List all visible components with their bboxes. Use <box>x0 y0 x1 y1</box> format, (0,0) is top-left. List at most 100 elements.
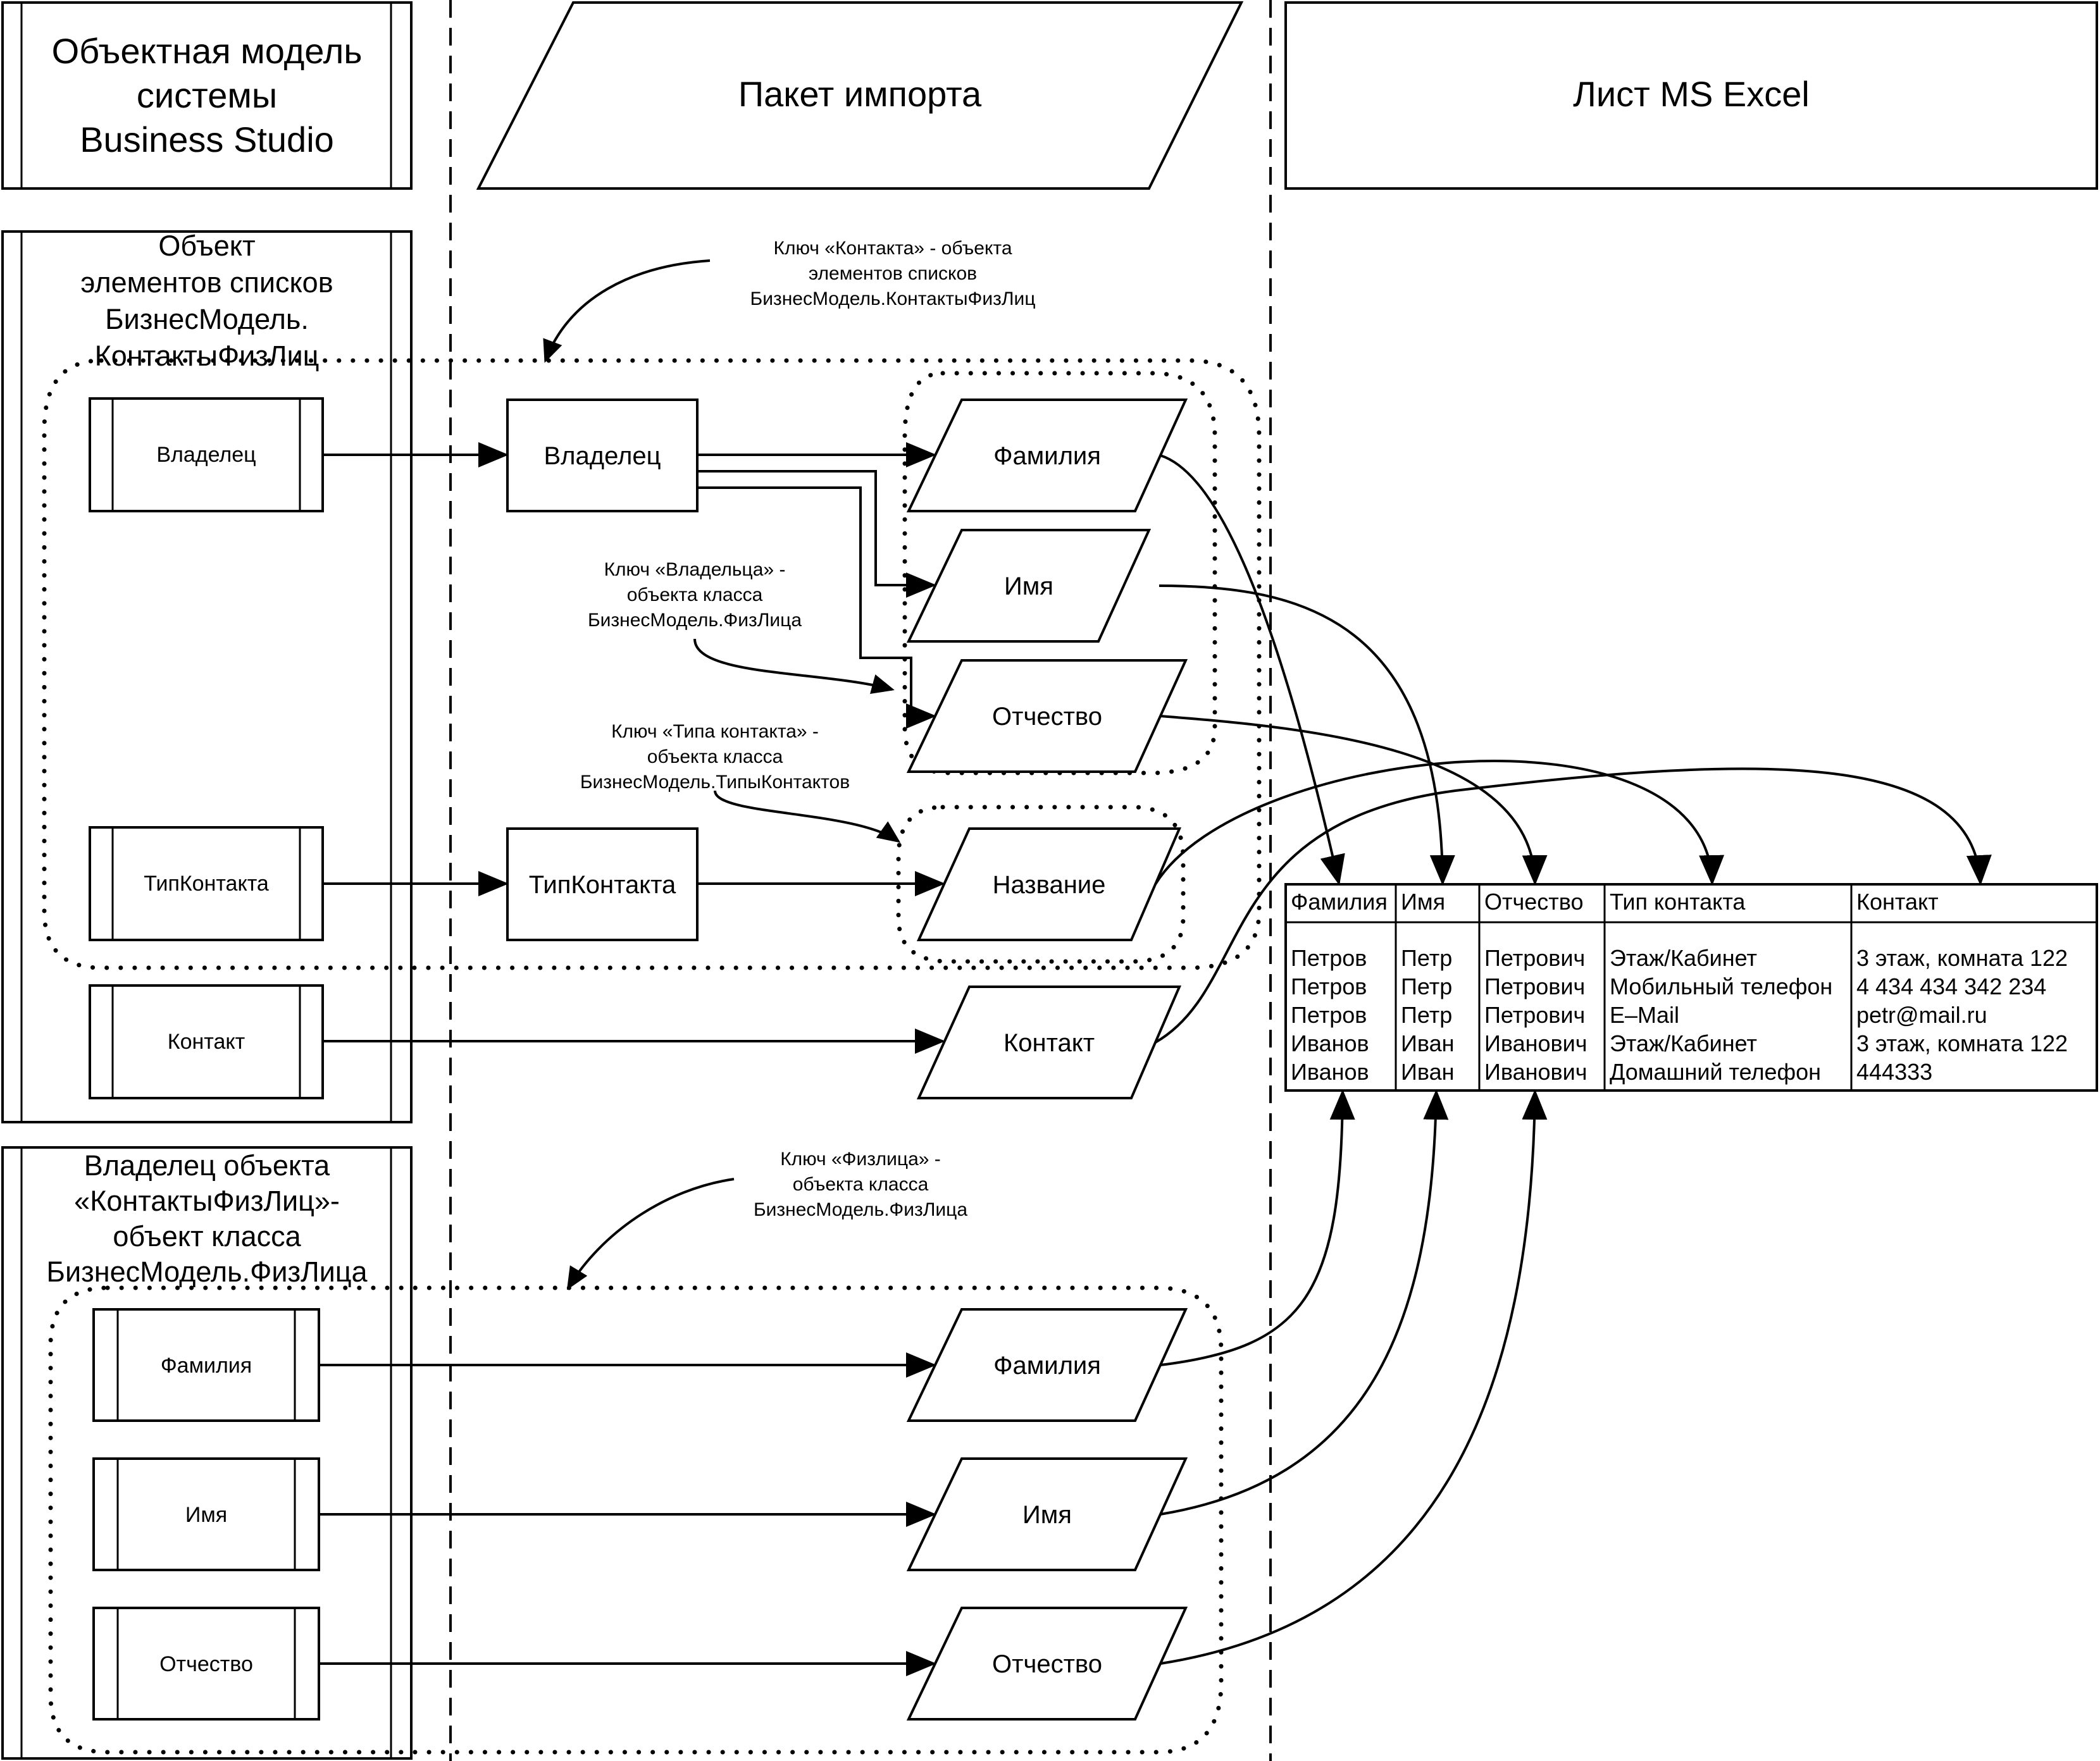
field-contact: Контакт <box>916 986 1182 1099</box>
dotted-owner-key-region <box>902 371 1217 775</box>
mapping-name-to-excel <box>1154 760 1724 886</box>
excel-cell: 3 этаж, комната 122 <box>1856 945 2068 971</box>
note-contact-key-line-1: Ключ «Контакта» - объекта <box>773 238 1012 259</box>
attr-middle-name: Отчество <box>92 1607 320 1721</box>
excel-cell: Этаж/Кабинет <box>1610 945 1757 971</box>
field-middle-name-1-label: Отчество <box>992 703 1102 731</box>
header-object-model: Объектная модель системы Business Studio <box>1 1 413 190</box>
group-owner-line-4: БизнесМодель.ФизЛица <box>46 1256 368 1288</box>
excel-cell: Иванов <box>1291 1030 1369 1056</box>
excel-cell: petr@mail.ru <box>1856 1002 1987 1028</box>
excel-header-contact-type: Тип контакта <box>1610 889 1746 915</box>
group-contacts-line-4: КонтактыФизЛиц <box>95 340 320 372</box>
attr-last-name: Фамилия <box>92 1308 320 1422</box>
note-person-key-line-2: объекта класса <box>793 1174 929 1195</box>
header-import-package: Пакет импорта <box>476 1 1244 190</box>
attr-contact-type: ТипКонтакта <box>89 826 324 941</box>
field-middle-name-2-label: Отчество <box>992 1650 1102 1678</box>
excel-table: Фамилия Имя Отчество Тип контакта Контак… <box>1284 883 2098 1092</box>
mapping-contact-to-excel <box>1155 767 1992 1044</box>
note-contact-key-line-3: БизнесМодель.КонтактыФизЛиц <box>750 288 1036 309</box>
note-type-key: Ключ «Типа контакта» - объекта класса Би… <box>580 721 850 793</box>
header-excel-sheet-label: Лист MS Excel <box>1573 74 1810 114</box>
field-first-name-1: Имя <box>906 529 1152 643</box>
mapping-last-name-2-to-excel <box>1160 1089 1355 1366</box>
package-item-contact-type-label: ТипКонтакта <box>529 871 676 899</box>
attr-contact-type-label: ТипКонтакта <box>144 872 269 896</box>
field-last-name-2-label: Фамилия <box>993 1352 1101 1380</box>
excel-cell: Петр <box>1401 945 1452 971</box>
field-name-label: Название <box>993 871 1106 899</box>
group-contacts-object: Объект элементов списков БизнесМодель. К… <box>1 230 413 1123</box>
attr-middle-name-label: Отчество <box>159 1652 253 1676</box>
group-contacts-line-3: БизнесМодель. <box>105 303 309 335</box>
excel-cell: Петрович <box>1484 973 1585 999</box>
note-person-key: Ключ «Физлица» - объекта класса БизнесМо… <box>754 1149 967 1220</box>
excel-cell: Петр <box>1401 973 1452 999</box>
field-first-name-1-label: Имя <box>1004 572 1053 600</box>
note-contact-key-arrow <box>543 259 711 363</box>
field-name: Название <box>916 827 1182 941</box>
connector-package-owner-to-middle-name <box>697 486 936 729</box>
field-first-name-2-label: Имя <box>1022 1501 1072 1529</box>
mapping-first-name-1-to-excel <box>1159 584 1455 886</box>
excel-cell: Иванов <box>1291 1059 1369 1085</box>
excel-cell: Мобильный телефон <box>1610 973 1832 999</box>
attr-first-name-label: Имя <box>185 1503 227 1527</box>
excel-cell: 3 этаж, комната 122 <box>1856 1030 2068 1056</box>
excel-cell: E–Mail <box>1610 1002 1679 1028</box>
note-owner-key: Ключ «Владельца» - объекта класса Бизнес… <box>588 559 802 631</box>
note-type-key-arrow <box>714 790 901 843</box>
excel-cell: Петров <box>1291 973 1367 999</box>
field-middle-name-1: Отчество <box>906 659 1188 773</box>
connector-package-owner-to-first-name <box>697 470 936 598</box>
excel-cell: Иванович <box>1484 1030 1587 1056</box>
attr-owner-label: Владелец <box>156 443 256 467</box>
header-import-package-label: Пакет импорта <box>738 74 982 114</box>
group-owner-line-2: «КонтактыФизЛиц»- <box>74 1185 340 1217</box>
group-owner-line-3: объект класса <box>113 1220 301 1252</box>
field-contact-label: Контакт <box>1003 1029 1095 1057</box>
dotted-person-key-region <box>48 1285 1224 1755</box>
excel-cell: Иван <box>1401 1059 1455 1085</box>
mapping-middle-name-1-to-excel <box>1160 715 1548 886</box>
header-object-model-line-3: Business Studio <box>80 120 334 159</box>
excel-cell: Иван <box>1401 1030 1455 1056</box>
mapping-first-name-2-to-excel <box>1160 1089 1449 1516</box>
note-owner-key-line-1: Ключ «Владельца» - <box>604 559 786 580</box>
excel-cell: Этаж/Кабинет <box>1610 1030 1757 1056</box>
excel-cell: Петрович <box>1484 945 1585 971</box>
group-contacts-line-1: Объект <box>158 230 255 262</box>
excel-header-first-name: Имя <box>1401 889 1445 915</box>
mapping-last-name-1-to-excel <box>1160 454 1345 886</box>
note-contact-key-line-2: элементов списков <box>809 263 977 284</box>
attr-contact-label: Контакт <box>168 1030 245 1054</box>
attr-contact: Контакт <box>89 984 324 1099</box>
excel-cell: Петров <box>1291 945 1367 971</box>
package-item-contact-type: ТипКонтакта <box>506 827 699 941</box>
group-contacts-line-2: элементов списков <box>80 266 333 299</box>
field-last-name-2: Фамилия <box>906 1308 1188 1422</box>
note-type-key-line-3: БизнесМодель.ТипыКонтактов <box>580 772 850 793</box>
field-last-name-1: Фамилия <box>906 399 1188 512</box>
note-person-key-line-3: БизнесМодель.ФизЛица <box>754 1199 967 1220</box>
note-type-key-line-2: объекта класса <box>647 746 783 767</box>
excel-cell: 4 434 434 342 234 <box>1856 973 2046 999</box>
excel-cell: Домашний телефон <box>1610 1059 1821 1085</box>
package-item-owner: Владелец <box>506 399 699 512</box>
note-type-key-line-1: Ключ «Типа контакта» - <box>611 721 819 742</box>
header-object-model-line-2: системы <box>137 75 277 115</box>
package-item-owner-label: Владелец <box>544 442 661 470</box>
excel-cell: Петров <box>1291 1002 1367 1028</box>
excel-header-contact: Контакт <box>1856 889 1939 915</box>
header-object-model-line-1: Объектная модель <box>52 31 363 71</box>
attr-last-name-label: Фамилия <box>161 1354 252 1378</box>
note-owner-key-line-2: объекта класса <box>627 584 763 605</box>
note-person-key-arrow <box>566 1178 735 1290</box>
excel-cell: Иванович <box>1484 1059 1587 1085</box>
mapping-middle-name-2-to-excel <box>1160 1089 1548 1665</box>
attr-owner: Владелец <box>89 397 324 512</box>
excel-cell: Петрович <box>1484 1002 1585 1028</box>
field-last-name-1-label: Фамилия <box>993 442 1101 470</box>
